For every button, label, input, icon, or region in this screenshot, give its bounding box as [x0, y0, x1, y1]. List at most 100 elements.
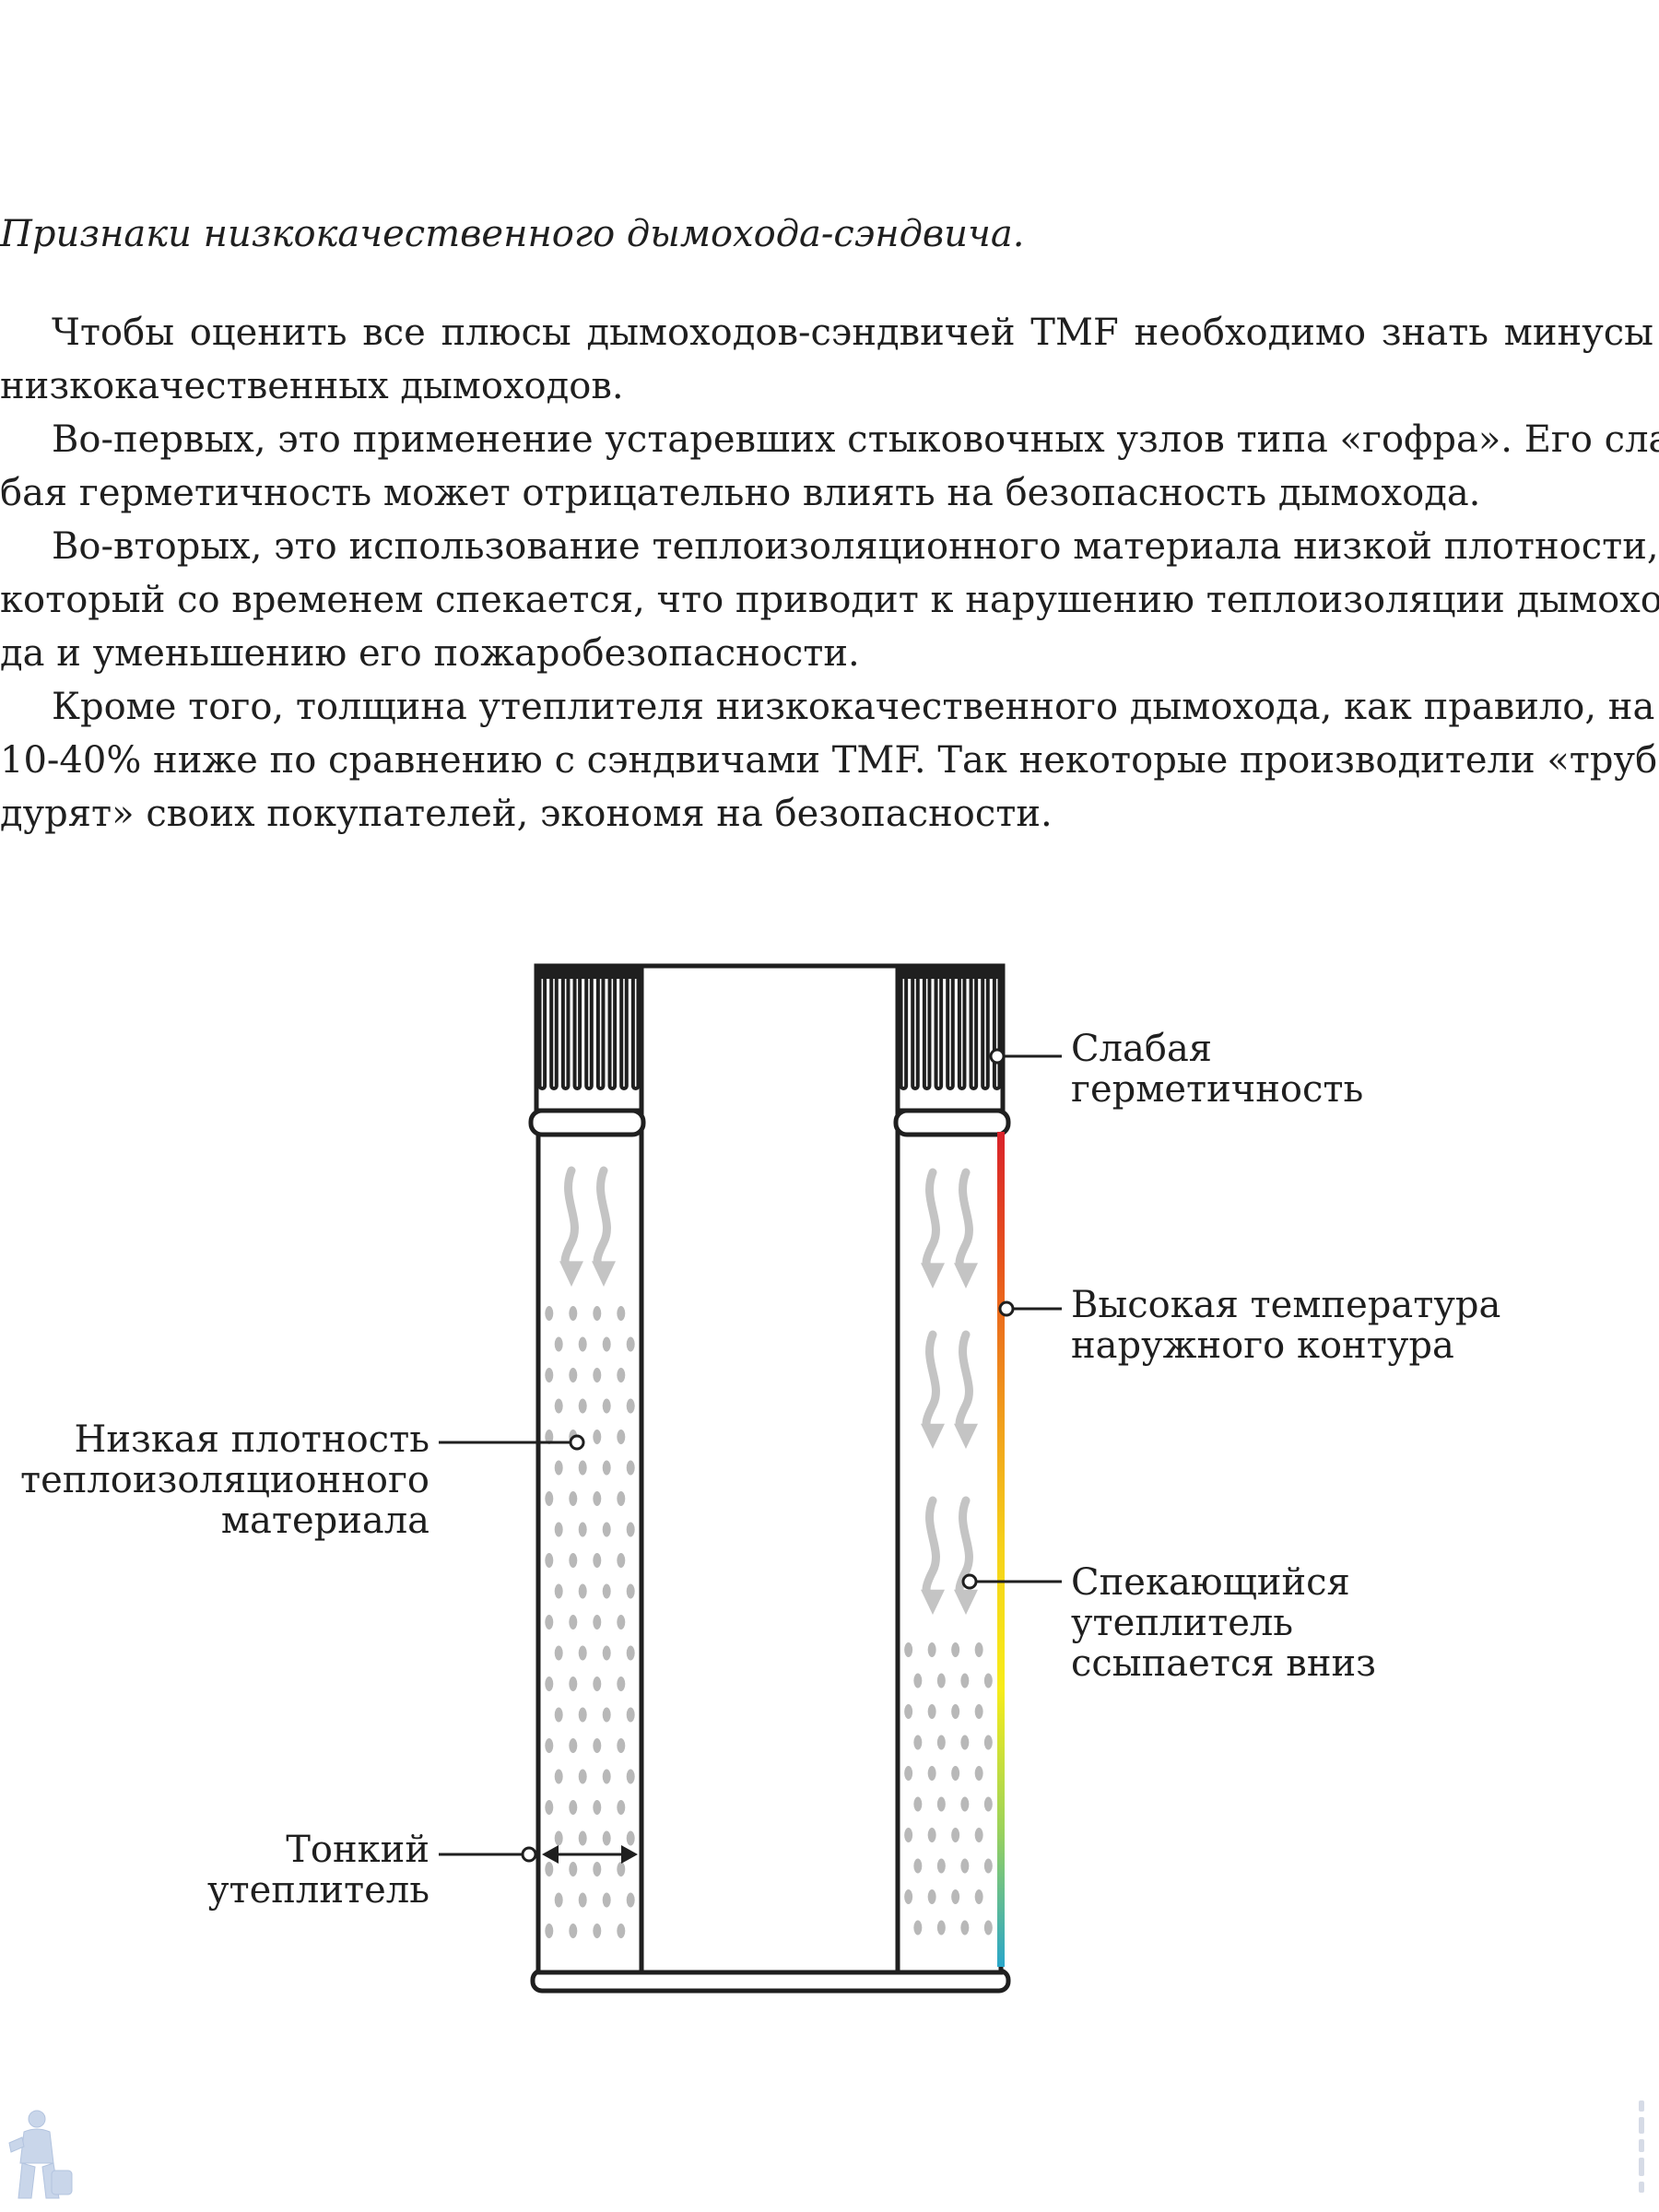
insulation-dot: [602, 1769, 611, 1784]
insulation-dot: [951, 1766, 960, 1781]
insulation-dot: [936, 1920, 946, 1936]
insulation-dot: [936, 1796, 946, 1812]
insulation-dot: [626, 1892, 635, 1908]
insulation-dot: [617, 1677, 626, 1691]
settling-arrow: [559, 1166, 583, 1287]
insulation-dot: [951, 1828, 960, 1842]
insulation-dot: [554, 1769, 563, 1784]
insulation-dot: [626, 1769, 635, 1784]
insulation-dot: [602, 1892, 611, 1908]
arrow-head: [921, 1589, 945, 1615]
insulation-dot: [569, 1368, 578, 1382]
insulation-dot: [569, 1738, 578, 1753]
insulation-dot: [578, 1522, 587, 1537]
insulation-dot: [913, 1858, 923, 1874]
section-heading: Признаки низкокачественного дымохода-сэн…: [0, 213, 1025, 255]
arrow-head: [921, 1423, 945, 1449]
plumber-logo-icon: [8, 2110, 73, 2199]
insulation-dot: [904, 1766, 913, 1781]
insulation-dot: [617, 1430, 626, 1444]
thickness-arrow: [542, 1845, 638, 1864]
insulation-dot: [960, 1920, 970, 1936]
insulation-dot: [904, 1704, 913, 1719]
body-paragraphs: Чтобы оценить все плюсы дымоходов-сэндви…: [0, 306, 1659, 841]
right-insulation-wall: [895, 1124, 1004, 1975]
insulation-dot: [936, 1858, 946, 1874]
insulation-dot: [927, 1889, 936, 1904]
insulation-dot: [578, 1892, 587, 1908]
insulation-dot: [569, 1677, 578, 1691]
arrow-head: [954, 1423, 978, 1449]
insulation-dot: [593, 1738, 602, 1753]
insulation-dot: [593, 1306, 602, 1321]
insulation-dot: [974, 1828, 983, 1842]
insulation-dot: [626, 1830, 635, 1846]
insulation-dot: [617, 1491, 626, 1506]
insulation-dot: [602, 1645, 611, 1661]
insulation-dot: [617, 1368, 626, 1382]
callout-weak-seal-dot: [989, 1048, 1006, 1065]
insulation-dot: [593, 1615, 602, 1630]
insulation-dot: [602, 1460, 611, 1476]
insulation-dot: [593, 1862, 602, 1877]
insulation-dot: [569, 1306, 578, 1321]
label-weak-seal: Слабая герметичность: [1071, 1028, 1364, 1111]
text-line: низкокачественных дымоходов.: [0, 365, 624, 407]
insulation-dot: [593, 1677, 602, 1691]
insulation-dot: [626, 1398, 635, 1414]
insulation-dot: [617, 1862, 626, 1877]
thickness-arrow-head-right: [621, 1845, 638, 1864]
insulation-dot: [602, 1707, 611, 1723]
insulation-dot: [578, 1398, 587, 1414]
insulation-dot: [569, 1862, 578, 1877]
callout-thin-insulation-dot: [521, 1846, 537, 1863]
insulation-dot: [913, 1920, 923, 1936]
insulation-dot: [545, 1491, 554, 1506]
callout-high-temp-dot: [998, 1300, 1015, 1317]
insulation-dots: [545, 1306, 993, 1938]
insulation-dot: [569, 1800, 578, 1815]
temperature-strip: [997, 1132, 1005, 1967]
insulation-dot: [569, 1924, 578, 1938]
insulation-dot: [983, 1673, 993, 1688]
insulation-dot: [569, 1491, 578, 1506]
insulation-dot: [545, 1368, 554, 1382]
left-insulation-wall: [535, 1124, 644, 1975]
insulation-dot: [936, 1673, 946, 1688]
insulation-dot: [578, 1645, 587, 1661]
right-seam-ring: [893, 1108, 1011, 1137]
insulation-dot: [951, 1642, 960, 1657]
settling-arrow: [921, 1496, 945, 1615]
insulation-dot: [983, 1735, 993, 1750]
insulation-dot: [983, 1796, 993, 1812]
insulation-dot: [626, 1707, 635, 1723]
arrow-head: [559, 1261, 583, 1287]
insulation-dot: [904, 1642, 913, 1657]
insulation-dot: [578, 1830, 587, 1846]
insulation-dot: [578, 1707, 587, 1723]
insulation-dot: [569, 1615, 578, 1630]
insulation-dot: [578, 1769, 587, 1784]
insulation-dot: [904, 1889, 913, 1904]
insulation-dot: [951, 1704, 960, 1719]
insulation-dot: [602, 1830, 611, 1846]
label-low-density: Низкая плотность теплоизоляционного мате…: [19, 1418, 429, 1542]
label-sintering-insulation: Спекающийся утеплитель ссыпается вниз: [1071, 1561, 1376, 1685]
settling-arrow: [954, 1330, 978, 1449]
insulation-dot: [974, 1766, 983, 1781]
chimney-illustration: [439, 963, 1062, 1994]
insulation-dot: [554, 1460, 563, 1476]
text-line: бая герметичность может отрицательно вли…: [0, 472, 1481, 514]
insulation-dot: [913, 1796, 923, 1812]
insulation-dot: [578, 1336, 587, 1352]
text-line: 10-40% ниже по сравнению с сэндвичами TM…: [0, 739, 1659, 782]
thickness-arrow-head-left: [542, 1845, 559, 1864]
insulation-dot: [951, 1889, 960, 1904]
insulation-dot: [960, 1796, 970, 1812]
insulation-dot: [974, 1642, 983, 1657]
insulation-dot: [593, 1553, 602, 1568]
insulation-dot: [554, 1830, 563, 1846]
insulation-dot: [593, 1368, 602, 1382]
insulation-dot: [602, 1583, 611, 1599]
insulation-dot: [617, 1738, 626, 1753]
